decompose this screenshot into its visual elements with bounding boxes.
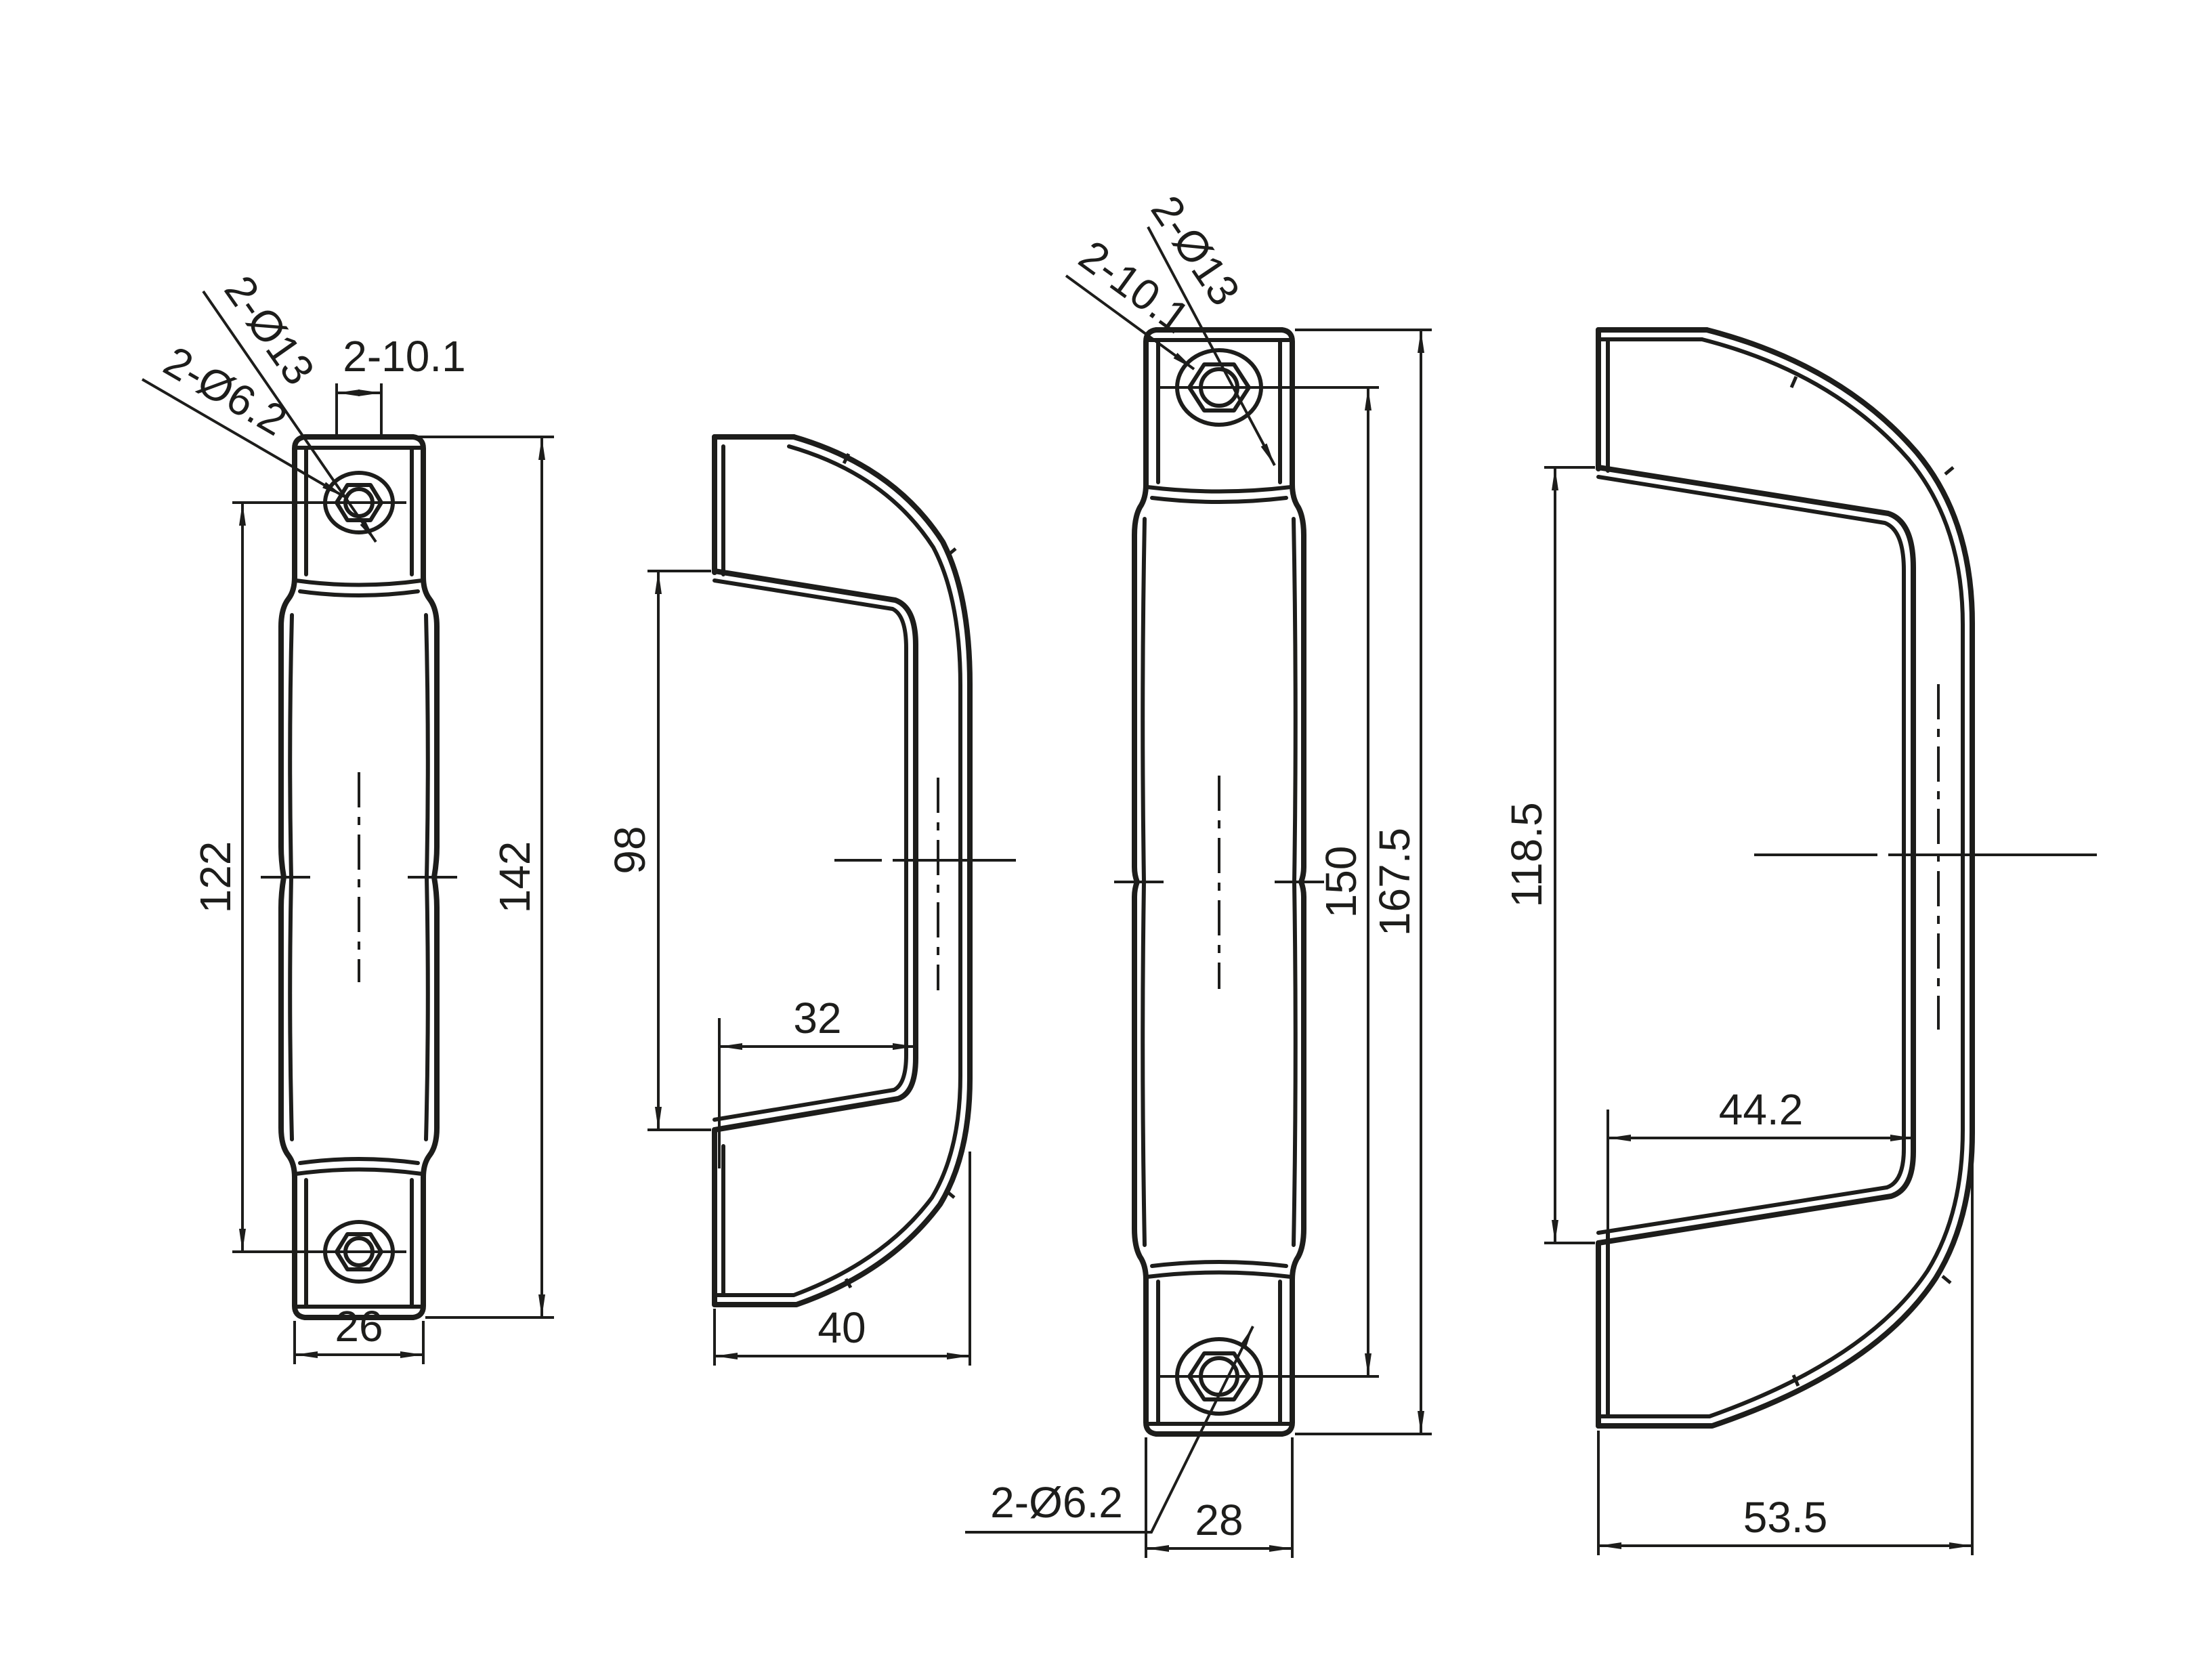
- dim-text-square-hole-small: 2-10.1: [343, 332, 465, 381]
- front-large-outline: [1132, 327, 1306, 1437]
- dim-text-overall-depth-large: 53.5: [1743, 1493, 1828, 1542]
- side-large-joint-ticks: [1789, 375, 1955, 1387]
- side-large-outer-profile: [1596, 327, 1975, 1429]
- view-small-handle-side: 98 32 40: [605, 434, 1016, 1366]
- dim-ext-overall-height-small: [401, 436, 554, 1319]
- dim-text-hole-spacing-small: 122: [191, 841, 240, 914]
- view-large-handle-front: 150 167.5 28 2-Ø13 2-10.1 2-Ø6.2: [965, 187, 1432, 1558]
- dim-text-base-width-small: 26: [335, 1302, 383, 1351]
- side-small-grip-inner-edge: [712, 568, 918, 1133]
- dim-text-inner-height-large: 118.5: [1502, 802, 1551, 907]
- side-small-outer-profile-inner: [712, 444, 962, 1297]
- side-large-grip-inner-edge-2: [1596, 475, 1906, 1235]
- view-small-handle-front: 2-10.1 142 122 26 2-Ø13 2-Ø6.2: [141, 267, 554, 1364]
- front-small-outline: [278, 434, 440, 1320]
- leader-square-hole-large: [1065, 274, 1195, 371]
- dim-text-overall-height-large: 167.5: [1370, 828, 1419, 936]
- front-small-edge-inner-lines: [294, 446, 424, 1309]
- leader-inner-hole-large: [965, 1326, 1254, 1534]
- view-large-handle-side: 118.5 44.2 53.5: [1502, 327, 2097, 1555]
- front-small-pad-inner-verticals: [304, 447, 414, 1307]
- dim-text-overall-height-small: 142: [490, 841, 539, 914]
- front-large-pad-face-lines: [1145, 485, 1293, 1279]
- dim-ext-overall-depth-large: [1597, 1146, 1974, 1555]
- leader-outer-hole-small: [202, 290, 377, 543]
- side-small-outer-profile: [712, 434, 973, 1307]
- dim-text-inner-height-small: 98: [605, 826, 654, 874]
- dim-ext-base-width-large: [1145, 1437, 1294, 1558]
- front-small-body-inner-sides: [288, 613, 430, 1141]
- dim-text-overall-depth-small: 40: [817, 1303, 866, 1352]
- side-large-outer-profile-inner: [1596, 337, 1965, 1418]
- leader-inner-hole-small: [141, 378, 345, 498]
- front-large-body-inner-sides: [1141, 517, 1298, 1247]
- dim-text-inner-depth-large: 44.2: [1719, 1085, 1804, 1134]
- dim-text-base-width-large: 28: [1195, 1496, 1243, 1544]
- side-small-joint-ticks: [842, 452, 957, 1289]
- front-large-hole-centerlines: [1160, 386, 1379, 1378]
- dim-text-hole-spacing-large: 150: [1317, 846, 1365, 919]
- front-small-pad-face-lines: [294, 578, 424, 1176]
- dim-ext-overall-height-large: [1295, 329, 1432, 1435]
- label-inner-hole-large: 2-Ø6.2: [990, 1478, 1123, 1527]
- front-large-pad-inner-verticals: [1156, 339, 1282, 1425]
- leader-outer-hole-large: [1147, 226, 1276, 466]
- front-small-hole-centerlines: [232, 501, 406, 1253]
- side-small-grip-inner-edge-2: [712, 578, 908, 1122]
- front-large-edge-inner-lines: [1145, 338, 1293, 1426]
- side-large-grip-inner-edge: [1596, 465, 1916, 1246]
- dim-ext-inner-height-large: [1544, 466, 1595, 1244]
- dim-text-inner-depth-small: 32: [793, 994, 841, 1042]
